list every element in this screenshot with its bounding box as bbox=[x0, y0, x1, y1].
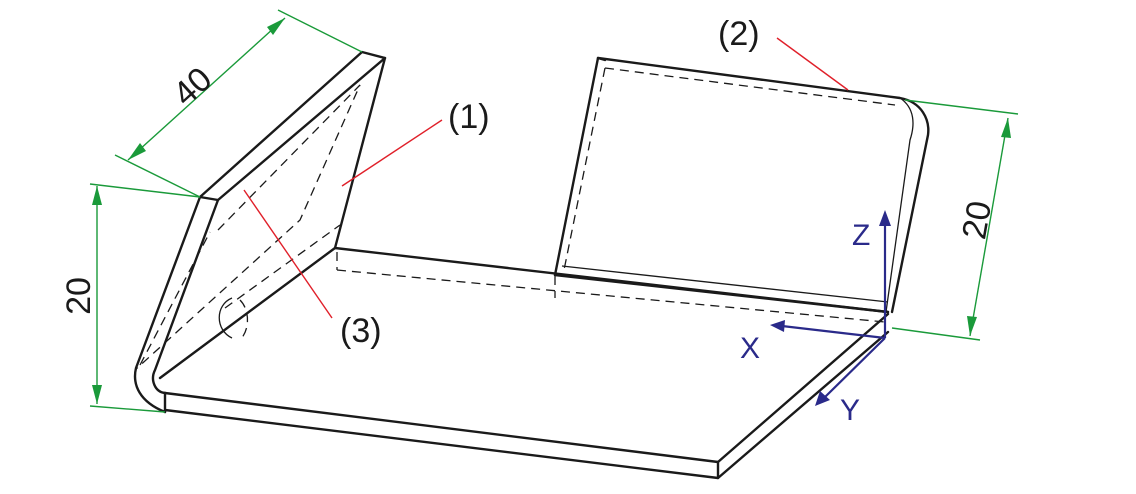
dimension-40-label: 40 bbox=[166, 60, 220, 114]
axis-label-x: X bbox=[740, 332, 760, 365]
dimension-left-20-label: 20 bbox=[60, 277, 98, 315]
base-plate bbox=[163, 246, 890, 480]
axis-label-y: Y bbox=[840, 394, 860, 427]
dimension-left-20 bbox=[89, 183, 201, 413]
dimension-right-20 bbox=[891, 99, 1019, 341]
label-part-3: (3) bbox=[340, 312, 382, 350]
label-part-1: (1) bbox=[448, 98, 490, 136]
dimension-40 bbox=[114, 9, 363, 198]
left-flange bbox=[133, 50, 387, 414]
label-part-2: (2) bbox=[718, 15, 760, 53]
leader-3 bbox=[243, 189, 333, 319]
dimension-right-20-label: 20 bbox=[955, 198, 999, 242]
leader-1 bbox=[341, 119, 443, 187]
coordinate-axes bbox=[770, 210, 891, 406]
right-flange bbox=[553, 56, 930, 314]
leader-2 bbox=[776, 37, 849, 91]
axis-label-z: Z bbox=[852, 219, 870, 252]
